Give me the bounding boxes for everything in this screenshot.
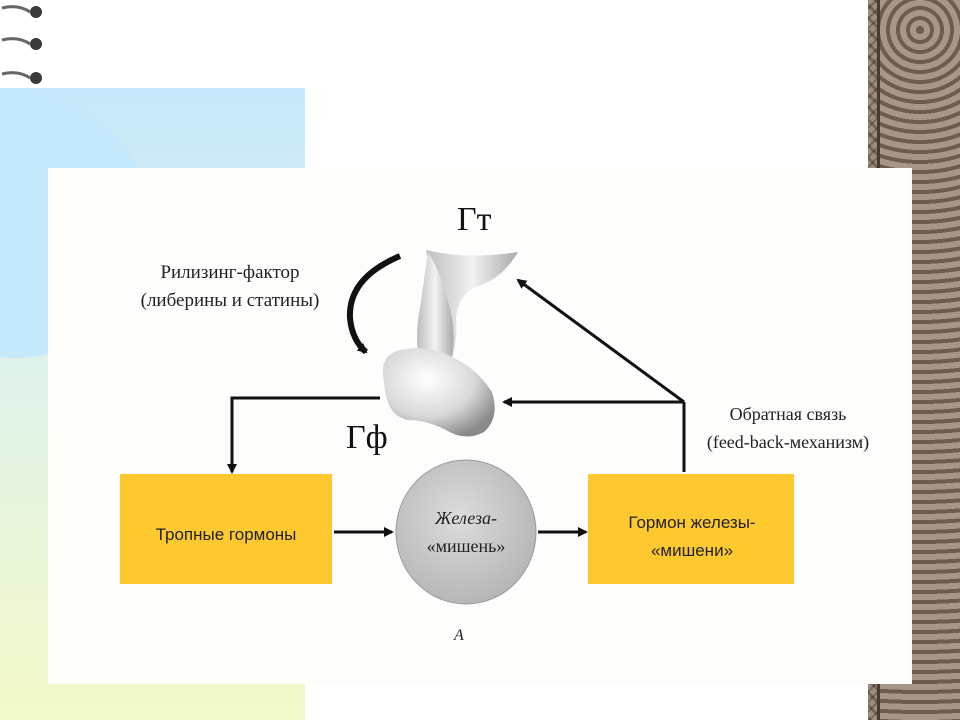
releasing-factor-sublabel: (либерины и статины): [141, 290, 320, 311]
releasing-factor-arrow: [346, 253, 402, 355]
pituitary-label: Гф: [346, 419, 388, 456]
pituitary-to-tropic-arrow: [227, 396, 380, 474]
target-hormone-sublabel: «мишени»: [651, 541, 733, 560]
pituitary-stalk-shape: [417, 252, 454, 366]
tropic-hormones-label: Тропные гормоны: [156, 525, 297, 544]
feedback-sublabel: (feed-back-механизм): [707, 432, 869, 453]
releasing-factor-label: Рилизинг-фактор: [160, 262, 299, 283]
hormone-regulation-diagram: Гт Гф Рилизинг-фактор (либерины и статин…: [120, 201, 869, 644]
hypothalamus-label: Гт: [457, 201, 492, 238]
notebook-spiral-icon: [1, 5, 42, 84]
target-hormone-box: [588, 474, 794, 584]
target-gland-ellipse: [395, 459, 537, 605]
target-hormone-label: Гормон железы-: [628, 513, 755, 532]
tropic-hormones-box: [120, 474, 332, 584]
figure-letter: А: [453, 627, 464, 644]
target-gland-sublabel: «мишень»: [427, 536, 506, 556]
feedback-label: Обратная связь: [730, 404, 847, 424]
feedback-arrow-to-hypothalamus: [516, 278, 685, 404]
diagram-paper: Гт Гф Рилизинг-фактор (либерины и статин…: [48, 168, 912, 684]
pituitary-gland-shape: [382, 348, 495, 437]
target-gland-label: Железа-: [434, 508, 497, 528]
